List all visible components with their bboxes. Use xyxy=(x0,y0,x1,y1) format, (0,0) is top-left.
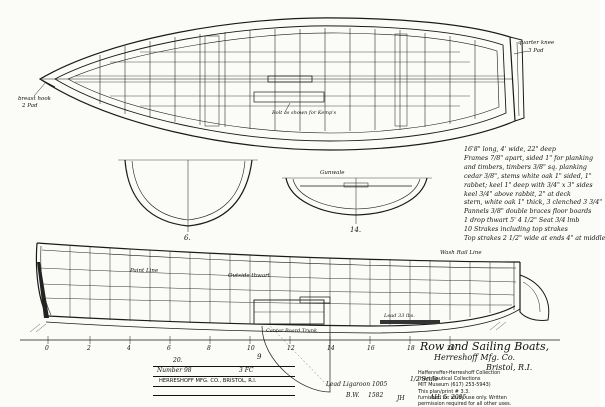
annotation-number: 1582 xyxy=(368,392,384,399)
spec-line: Pannels 3/8" double braces floor boards xyxy=(464,208,592,216)
station-number: 6 xyxy=(167,345,171,352)
spec-line: and timbers, timbers 3/8" sq. planking xyxy=(464,163,587,171)
title-block: 20. 9 Number 98 3 FC HERRESHOFF MFG. CO.… xyxy=(153,353,295,396)
outside-thwart-label: Outside thwart xyxy=(228,273,270,279)
spec-line: 1 drop thwart 5' 4 1/2" Seat 3/4 lmb xyxy=(464,217,580,225)
spec-line: cedar 3/8", stems white oak 1" sided, 1" xyxy=(464,172,592,180)
stern-pad-label: 3 Pad xyxy=(528,48,544,54)
spec-line: rabbet; keel 1" deep with 3/4" x 3" side… xyxy=(464,181,593,189)
credit-line: This plan/print # 3.3. xyxy=(418,388,470,395)
station-number: 20 xyxy=(447,345,455,352)
collection-credit: Haffenreffer-Herreshoff Collection(Hart … xyxy=(418,370,598,407)
station-number: 14 xyxy=(327,345,335,352)
thwart-note-label: Bolt as shown for Kemp's xyxy=(272,110,337,116)
credit-line: furnished for study use only. Written xyxy=(418,394,507,401)
annotation-date: AH. 5. 2005 xyxy=(430,394,467,401)
section-14-label: 14. xyxy=(350,226,362,234)
drawing-place: Bristol, R.I. xyxy=(486,363,533,372)
station-number: 12 xyxy=(287,345,295,352)
bow-pad-label: 2 Pad xyxy=(22,103,38,109)
station-number: 10 xyxy=(247,345,255,352)
station-number: 4 xyxy=(127,345,131,352)
drawing-scale: 1/2 Scale xyxy=(410,376,439,383)
annotation-date2: JH xyxy=(397,395,405,402)
gunwale-label: Gunwale xyxy=(320,170,345,176)
profile-view xyxy=(20,242,560,393)
title-block-number: 20. xyxy=(173,357,183,364)
credit-line: Haffenreffer-Herreshoff Collection xyxy=(418,370,501,376)
drawing-title: Row and Sailing Boats, xyxy=(420,340,550,353)
annotation-bw: B.W. xyxy=(346,392,360,399)
breast-hook-label: breast hook xyxy=(18,96,51,102)
spec-line: 10 Strakes including top strakes xyxy=(464,226,568,234)
section-6 xyxy=(118,159,258,232)
spec-line: stern, white oak 1" thick, 3 clenched 3 … xyxy=(464,199,603,207)
station-number: 8 xyxy=(207,345,211,352)
section-14 xyxy=(282,177,432,224)
station-number: 16 xyxy=(367,345,375,352)
credit-line: MIT Museum (617) 253-5943) xyxy=(418,382,491,389)
lead-label: Lead 33 lbs. xyxy=(384,313,415,319)
centerboard-trunk-label: Center Board Trunk xyxy=(266,328,317,334)
paint-line-label: Paint Line xyxy=(130,268,159,274)
section-6-label: 6. xyxy=(184,234,191,242)
annotation-lead: Lead Ligaroon 1005 xyxy=(326,381,388,388)
credit-line: permission required for all other uses. xyxy=(418,401,512,407)
title-block-code: 3 FC xyxy=(239,367,254,374)
drawing-company: Herreshoff Mfg. Co. xyxy=(434,353,516,362)
deck-plan xyxy=(33,17,529,151)
station-number: 0 xyxy=(45,345,49,352)
spec-line: 16'8" long, 4' wide, 22" deep xyxy=(464,146,556,153)
title-block-row1: Number 98 xyxy=(157,367,192,374)
quarter-knee-label: quarter knee xyxy=(518,40,555,46)
spec-line: Frames 7/8" apart, sided 1" for planking xyxy=(464,154,594,162)
title-block-company: HERRESHOFF MFG. CO., BRISTOL, R.I. xyxy=(159,378,257,384)
title-block-mark: 9 xyxy=(257,353,262,361)
spec-line: keel 3/4" above rabbit, 2" at deck xyxy=(464,190,571,198)
station-number: 18 xyxy=(407,345,415,352)
station-number: 2 xyxy=(87,345,91,352)
spec-line: Top strakes 2 1/2" wide at ends 4" at mi… xyxy=(464,235,605,243)
wash-rail-label: Wash Rail Line xyxy=(440,250,482,256)
credit-line: (Hart Nautical Collections xyxy=(418,376,481,383)
